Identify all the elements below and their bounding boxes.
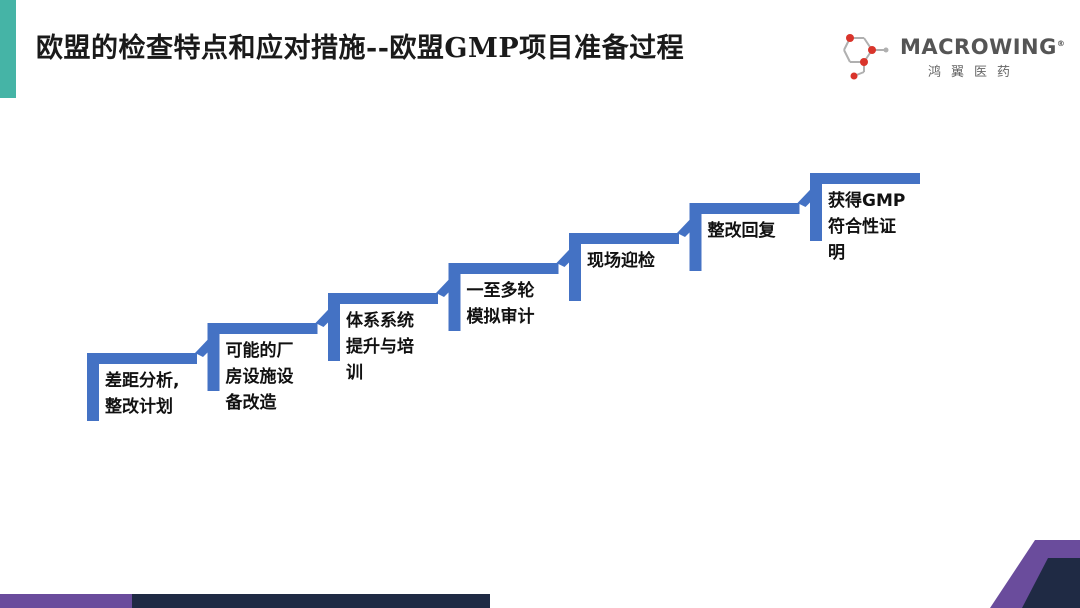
footer-purple-bar — [0, 594, 132, 608]
step-label: 整改回复 — [707, 221, 776, 241]
step-top-bar — [689, 203, 800, 214]
stair-step — [810, 173, 920, 241]
molecule-icon — [843, 34, 889, 80]
step-label: 差距分析, 整改计划 — [105, 371, 180, 417]
step-post — [87, 353, 99, 421]
step-post — [448, 263, 461, 331]
step-post — [207, 323, 220, 391]
corner-decoration — [990, 540, 1080, 608]
step-top-bar — [448, 263, 559, 274]
company-logo: MACROWING® 鸿翼医药 — [842, 30, 1065, 80]
step-post — [810, 173, 822, 241]
step-label: 可能的厂 房设施设 备改造 — [225, 341, 294, 413]
page-title: 欧盟的检查特点和应对措施--欧盟GMP项目准备过程 — [36, 33, 685, 64]
logo-subtitle: 鸿翼医药 — [928, 65, 1021, 80]
header-accent-bar — [0, 0, 16, 98]
step-label: 一至多轮 模拟审计 — [466, 281, 535, 327]
step-post — [328, 293, 340, 361]
step-post — [569, 233, 581, 301]
step-top-bar — [569, 233, 679, 244]
step-post — [689, 203, 702, 271]
step-top-bar — [810, 173, 920, 184]
step-top-bar — [87, 353, 197, 364]
step-label: 获得GMP 符合性证 明 — [828, 191, 906, 263]
step-top-bar — [207, 323, 318, 334]
footer-navy-bar — [132, 594, 490, 608]
step-label: 体系系统 提升与培 训 — [346, 311, 414, 383]
logo-wordmark: MACROWING® — [900, 35, 1066, 59]
step-top-bar — [328, 293, 438, 304]
step-label: 现场迎检 — [587, 251, 655, 271]
